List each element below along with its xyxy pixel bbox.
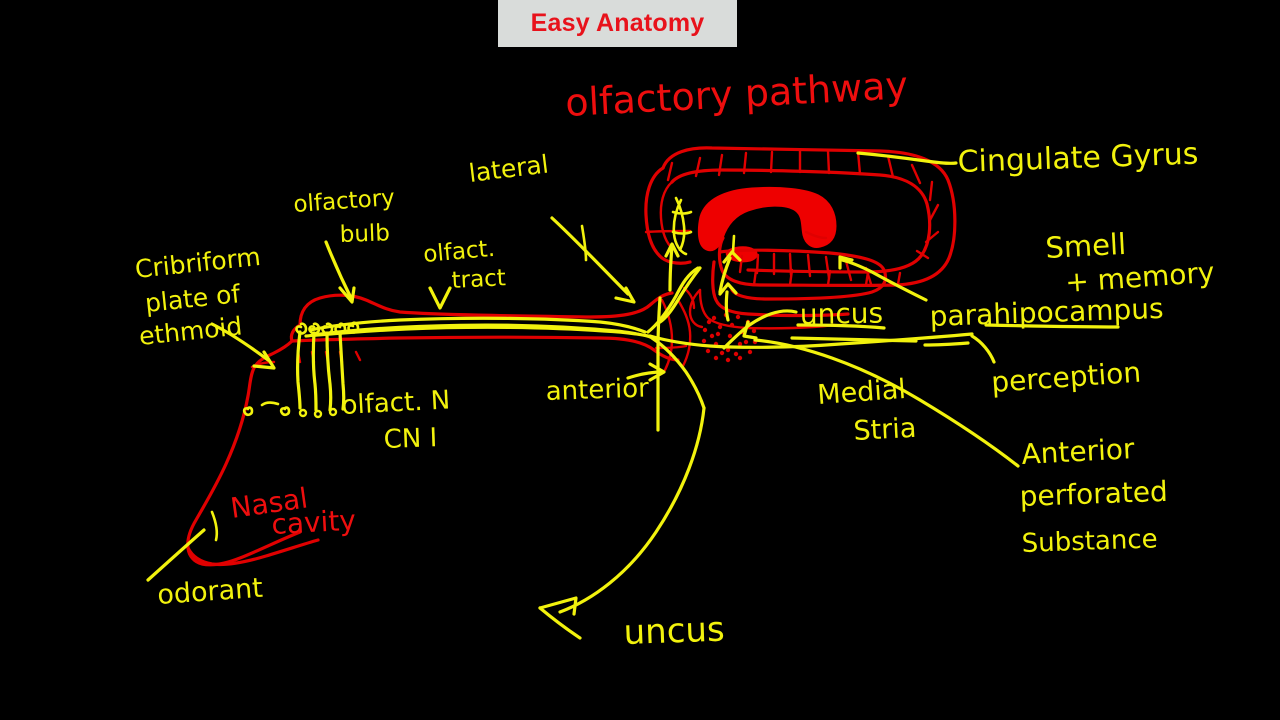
svg-text:Medial: Medial <box>816 374 907 411</box>
septal-nuclei-scribble <box>671 196 693 256</box>
label-cribriform-plate: Cribriform plate of ethmoid <box>134 242 262 351</box>
cingulate-gyrus-inner-outline <box>670 168 932 274</box>
olfactory-bulb-arrowhead <box>338 286 356 304</box>
parahipocampus-pointer <box>840 258 928 302</box>
label-lateral: lateral <box>467 149 550 188</box>
svg-text:Cribriform: Cribriform <box>134 242 262 284</box>
parahipocampus-underline <box>984 323 1120 329</box>
septal-area-arrow-stem <box>658 266 702 324</box>
svg-text:olfact. N: olfact. N <box>341 385 451 421</box>
hippocampus-lower-edge <box>698 288 836 330</box>
svg-text:olfact.: olfact. <box>422 236 496 268</box>
label-uncus: uncus <box>800 297 884 331</box>
uncus-underline-2 <box>790 336 918 343</box>
cribriform-plate-arrowhead <box>252 350 276 370</box>
svg-text:olfactory: olfactory <box>293 185 396 218</box>
label-perception: perception <box>990 356 1142 399</box>
stria-branch-red <box>682 286 696 310</box>
lateral-olfactory-stria <box>646 266 700 334</box>
lateral-stria-red <box>676 298 692 368</box>
fornix-arrow-stem <box>718 256 732 294</box>
svg-text:ethmoid: ethmoid <box>138 311 244 351</box>
svg-text:Anterior: Anterior <box>1021 432 1136 471</box>
cingulate-left-inner-cap <box>659 180 675 251</box>
septal-area-arrowhead <box>664 242 680 258</box>
olfactory-bulb-tract-outline <box>298 291 674 327</box>
label-olfactory-tract: olfact. tract <box>422 236 506 294</box>
label-cingulate-gyrus: Cingulate Gyrus <box>957 137 1199 180</box>
label-parahipocampus: parahipocampus <box>929 292 1164 333</box>
olfactory-tract-line-upper <box>308 316 647 334</box>
parahippocampal-gyrus-outline <box>718 248 888 301</box>
cingulate-left-cap <box>644 166 692 265</box>
olfactory-tract-arrowhead <box>428 286 452 310</box>
watermark-banner-label: Easy Anatomy <box>530 9 705 37</box>
uncus-pointer-head <box>742 320 758 340</box>
svg-text:cavity: cavity <box>271 504 357 541</box>
svg-text:Smell: Smell <box>1045 227 1127 265</box>
parahipocampus-underline-2 <box>923 341 970 347</box>
lateral-arrowhead <box>614 286 636 304</box>
lateral-pointer <box>550 216 630 296</box>
svg-text:Substance: Substance <box>1021 524 1158 559</box>
olfactory-tract-lower-outline <box>290 335 680 362</box>
label-anterior-perforated-substance: Anterior perforated Substance <box>1019 432 1168 559</box>
uncus-bottom-arrowhead <box>538 596 578 616</box>
label-odorant: odorant <box>156 573 263 611</box>
odorant-tick <box>210 510 219 542</box>
fornix-tick <box>731 234 736 254</box>
cribriform-plate-pointer <box>210 322 270 362</box>
perception-connector <box>970 334 996 364</box>
cingulate-gyrus-outer-outline <box>661 146 957 288</box>
hippocampus-outline <box>711 260 850 318</box>
uncus-hook <box>688 288 704 329</box>
label-olfactory-bulb: olfactory bulb <box>293 185 396 248</box>
odorant-pointer <box>146 528 206 582</box>
hippocampus-pointer-head <box>718 282 738 296</box>
label-smell-memory: Smell + memory <box>1045 227 1216 299</box>
anterior-arrow-head <box>648 362 666 382</box>
diagram-title: olfactory pathway <box>564 63 909 125</box>
label-nasal-cavity: Nasal cavity <box>228 481 356 541</box>
corpus-callosum <box>697 186 837 252</box>
lateral-stria-to-uncus <box>650 336 706 410</box>
cingulate-left-bottom-edge <box>644 229 692 234</box>
label-uncus-bottom: uncus <box>623 609 725 653</box>
cingulate-sulcus-hatches <box>666 149 940 287</box>
label-anterior: anterior <box>545 373 649 407</box>
corpus-callosum-detail <box>804 230 828 240</box>
olfactory-receptor-dots <box>242 401 338 419</box>
parahipocampus-pointer-head <box>838 255 854 270</box>
nasal-cavity-lower-edge <box>186 538 320 567</box>
hippocampus-pointer <box>724 290 730 322</box>
uncus-bottom-pointer <box>558 406 706 614</box>
svg-text:perforated: perforated <box>1019 475 1168 513</box>
anterior-arrow-stem <box>626 370 664 380</box>
olfactory-bulb-pointer <box>324 240 354 302</box>
cingulate-gyrus-pointer <box>856 151 958 165</box>
watermark-banner: Easy Anatomy <box>498 0 737 47</box>
lateral-pointer-tick <box>580 224 588 262</box>
hippocampal-digitations <box>738 252 873 286</box>
anterior-perforated-substance-pointer <box>753 338 1020 468</box>
olfactory-tract-line-middle <box>316 323 654 340</box>
uncus-underline <box>796 323 886 330</box>
svg-text:Stria: Stria <box>853 413 917 447</box>
medial-stria-vertical <box>656 296 662 432</box>
svg-text:CN I: CN I <box>383 423 438 455</box>
svg-text:tract: tract <box>451 265 507 294</box>
olfactory-nerve-filaments <box>296 330 346 412</box>
uncus-bottom-arrow-tail <box>538 606 582 640</box>
svg-text:bulb: bulb <box>339 220 390 248</box>
label-medial-stria: Medial Stria <box>816 374 917 447</box>
septal-area-arrow <box>668 244 674 292</box>
label-olfactory-nerve: olfact. N CN I <box>341 385 451 455</box>
